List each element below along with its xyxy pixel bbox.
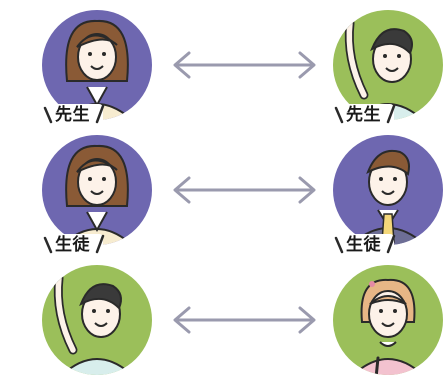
role-label: 生徒: [335, 0, 393, 1]
double-arrow-icon: [173, 176, 316, 204]
role-label-text: 先生: [346, 104, 381, 125]
role-label: 生徒: [43, 234, 105, 256]
avatar-boy-student: [42, 265, 152, 375]
role-label: 先生: [44, 0, 102, 1]
avatar-boy-student: [333, 10, 443, 120]
role-label-text: 生徒: [55, 234, 90, 255]
role-label-text: 生徒: [346, 234, 381, 255]
avatar-girl-student: [333, 265, 443, 375]
role-label-text: 先生: [55, 104, 90, 125]
avatar-female-teacher: [42, 135, 152, 245]
avatar-male-teacher: [333, 135, 443, 245]
double-arrow-icon: [173, 51, 316, 79]
role-label: 生徒: [334, 234, 396, 256]
role-label: 先生: [334, 104, 396, 126]
double-arrow-icon: [173, 306, 316, 334]
role-label: 先生: [43, 104, 105, 126]
